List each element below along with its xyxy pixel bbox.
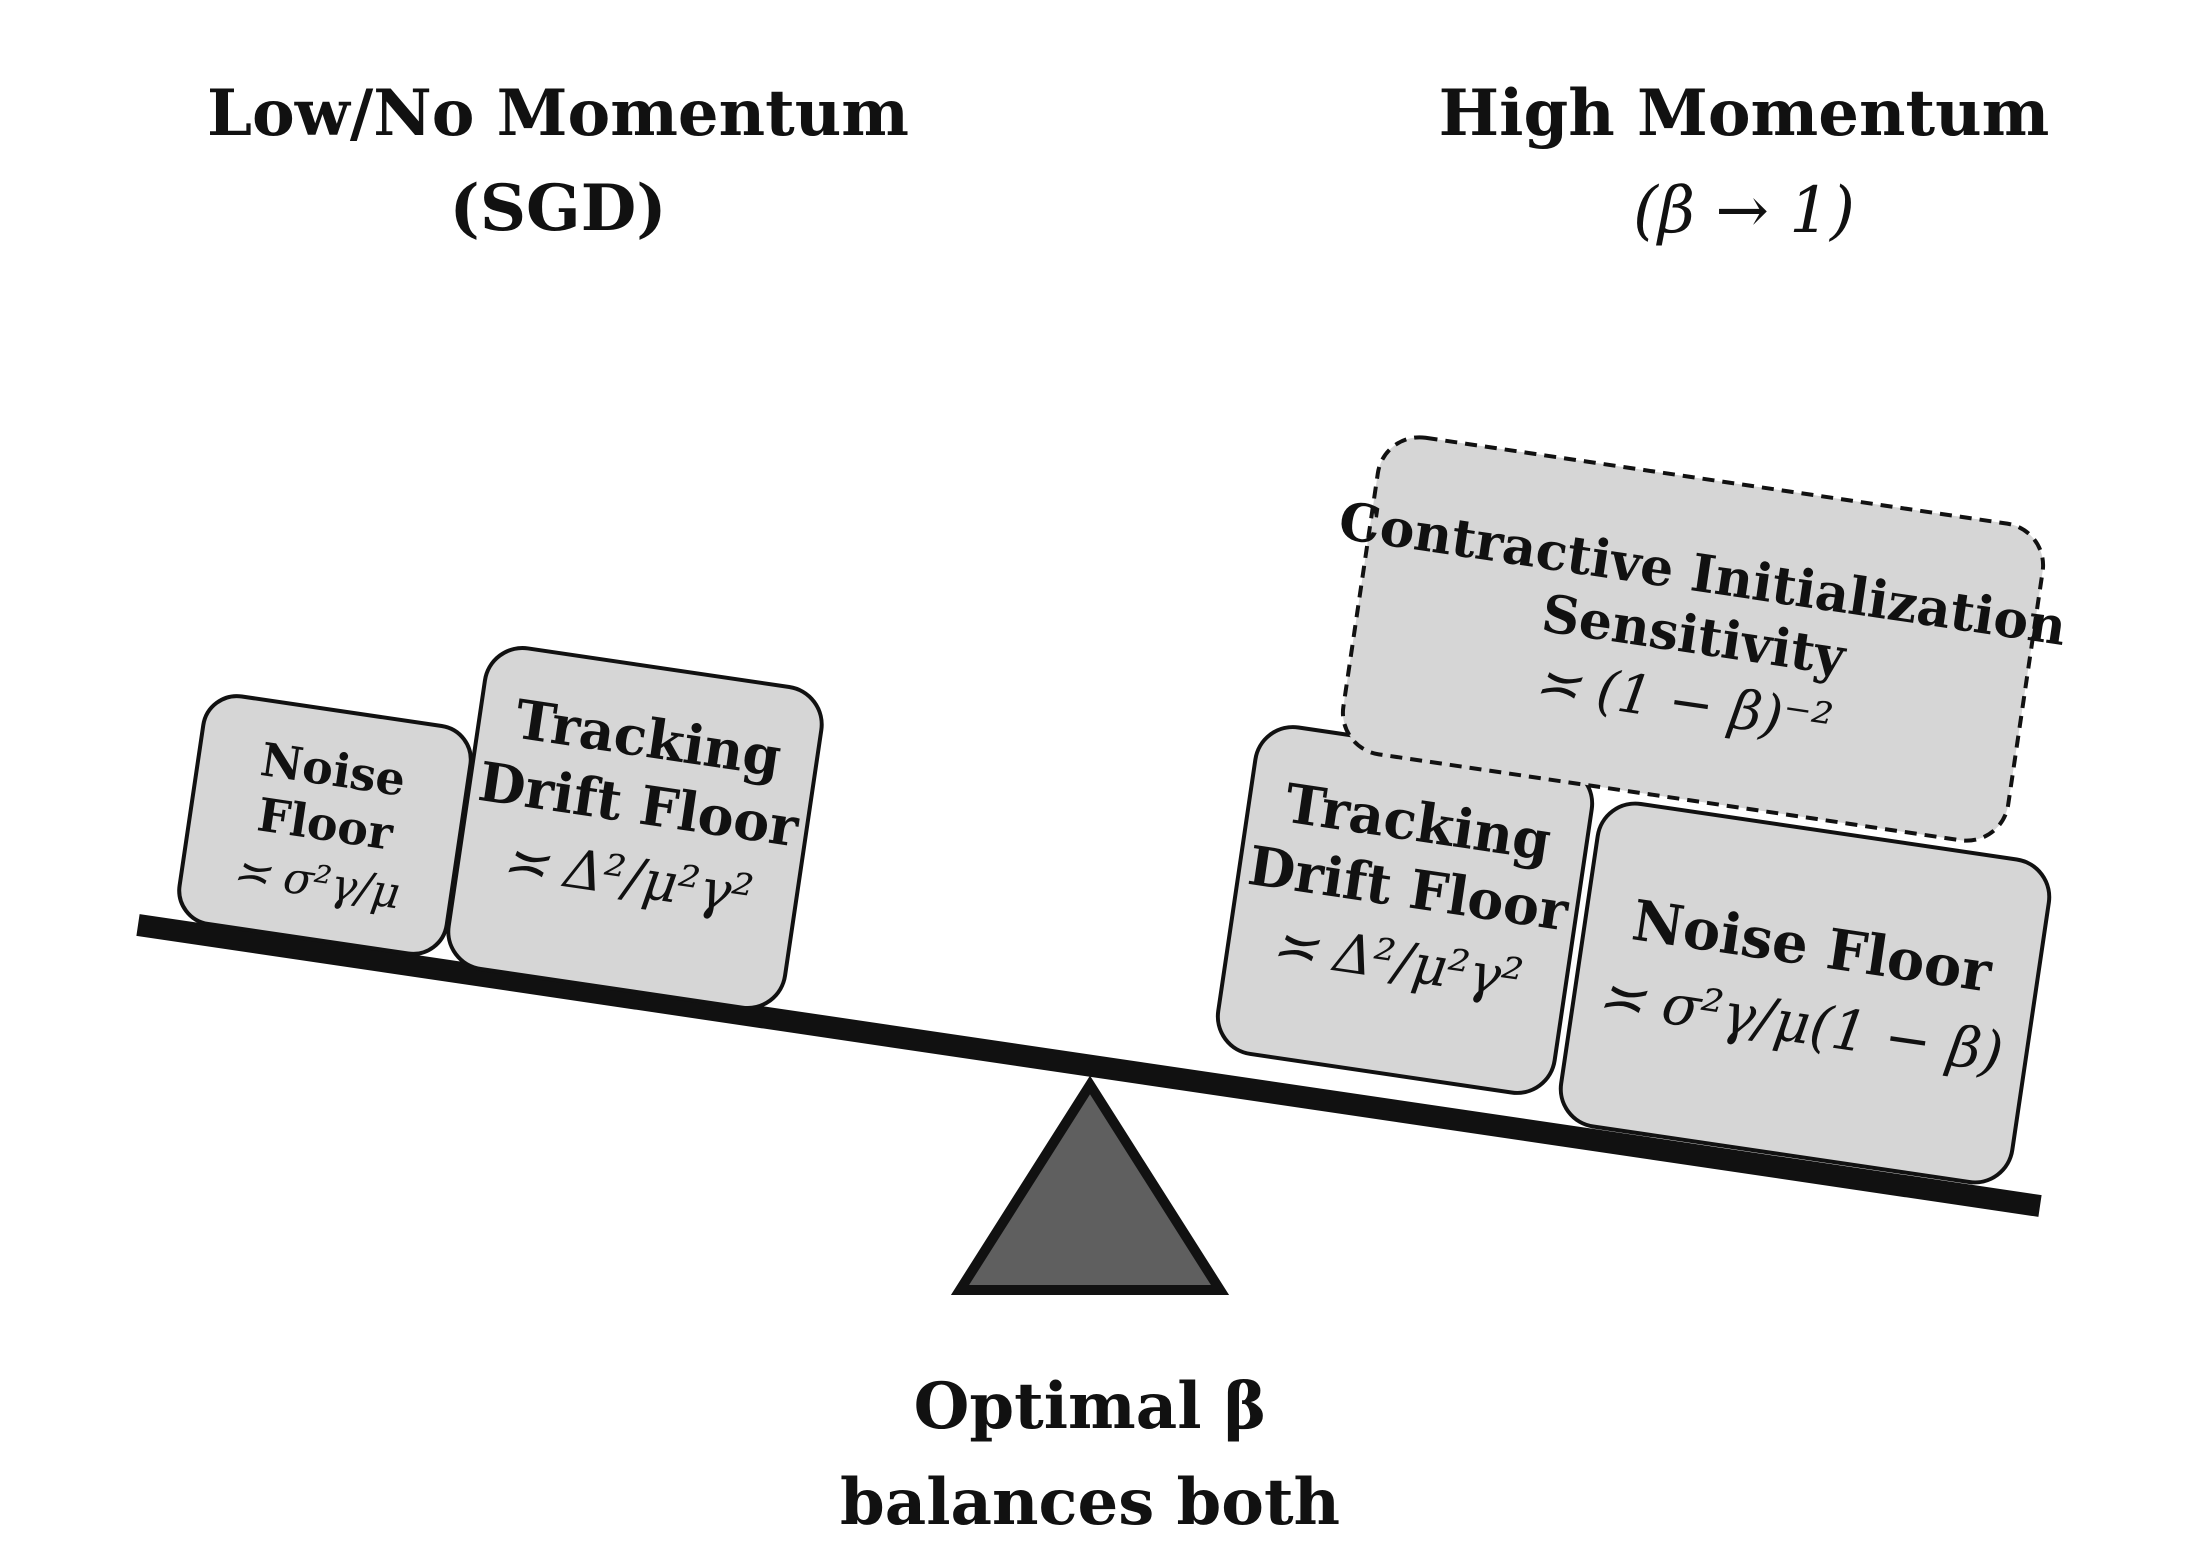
left-tracking-drift-box: [446, 646, 824, 1010]
right-noise-floor-block: Noise Floor ≍ σ²γ/μ(1 − β): [1558, 801, 2052, 1185]
fulcrum-caption-line1: Optimal β: [914, 1369, 1267, 1444]
right-noise-floor-box: [1558, 801, 2052, 1185]
right-heading-line1: High Momentum: [1439, 76, 2050, 151]
right-heading: High Momentum (β → 1): [1439, 76, 2050, 248]
left-heading-line1: Low/No Momentum: [207, 76, 909, 151]
left-noise-floor-block: Noise Floor ≍ σ²γ/μ: [177, 694, 473, 956]
fulcrum-triangle: [950, 1075, 1230, 1295]
right-tracking-drift-block: Tracking Drift Floor ≍ Δ²/μ²γ²: [1215, 725, 1595, 1095]
right-contractive-init-block: Contractive Initialization Sensitivity ≍…: [1335, 435, 2070, 843]
fulcrum-caption: Optimal β balances both: [840, 1369, 1340, 1540]
seesaw-beam: [136, 914, 2042, 1217]
fulcrum-caption-line2: balances both: [840, 1465, 1340, 1540]
right-heading-line2: (β → 1): [1633, 174, 1855, 248]
left-tracking-drift-block: Tracking Drift Floor ≍ Δ²/μ²γ²: [446, 646, 824, 1010]
left-heading-line2: (SGD): [450, 171, 667, 246]
right-contractive-init-box: [1340, 435, 2046, 843]
left-noise-floor-box: [177, 694, 473, 956]
left-heading: Low/No Momentum (SGD): [207, 76, 909, 246]
